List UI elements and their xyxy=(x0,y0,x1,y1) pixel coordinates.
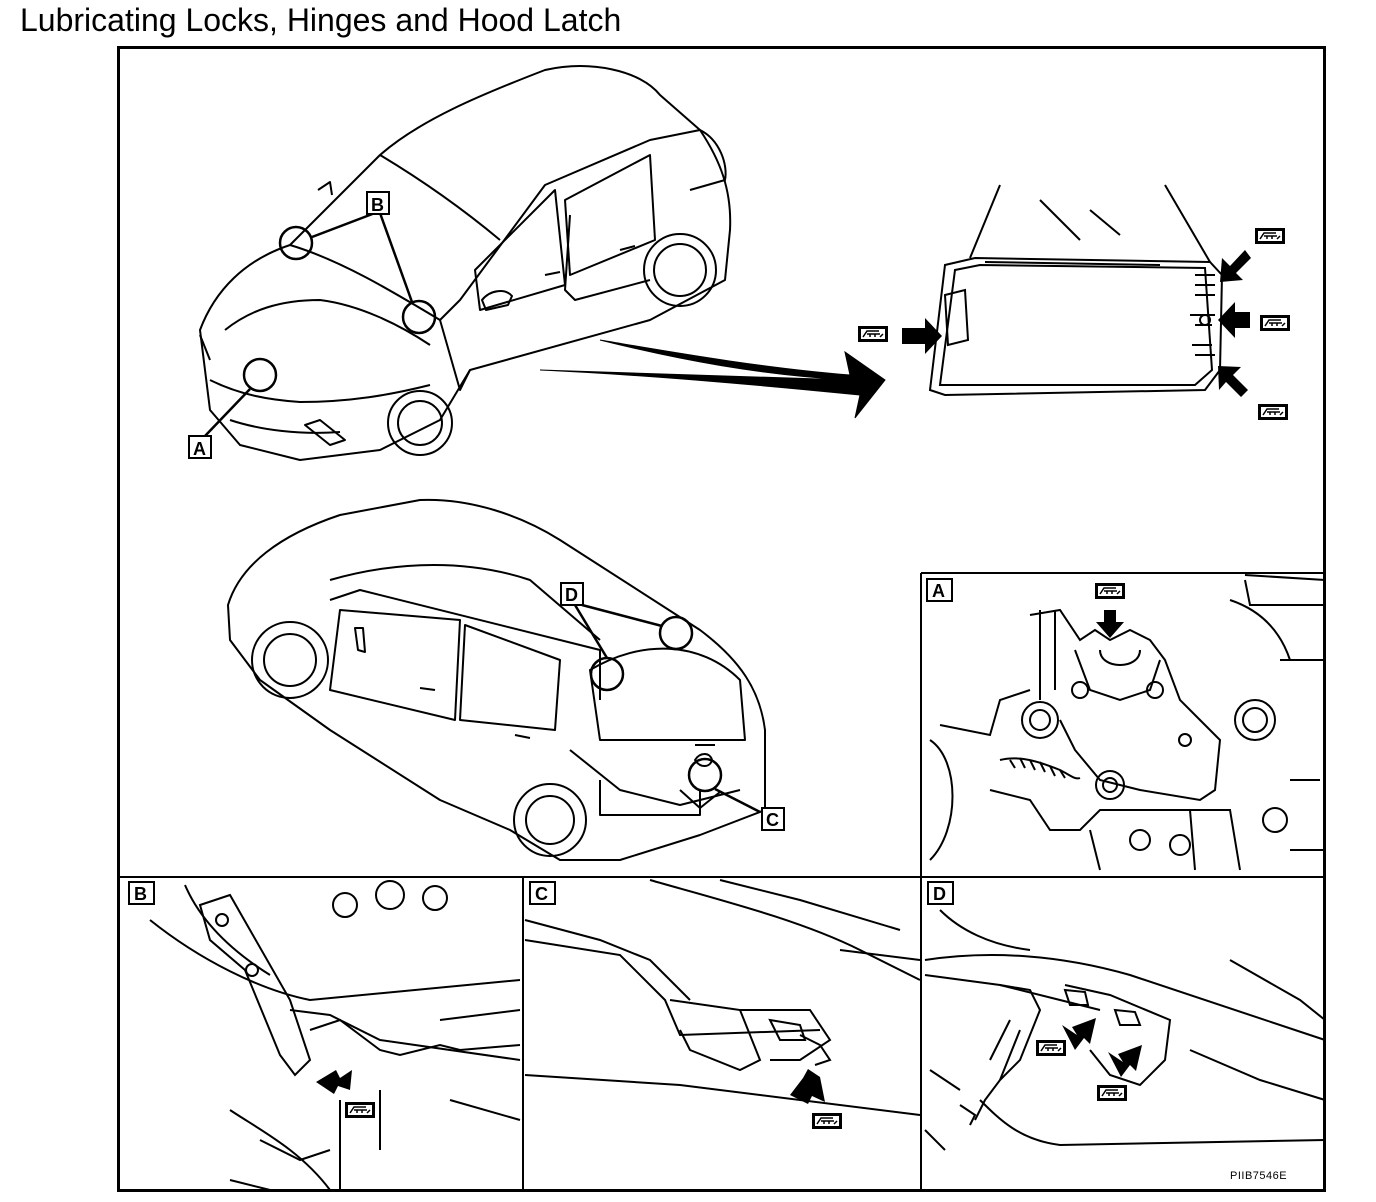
panel-b-grease-symbol xyxy=(344,1101,376,1119)
front-car-drawing xyxy=(199,65,732,461)
panel-a-label: A xyxy=(932,581,945,601)
detail-arrow xyxy=(539,339,886,419)
panel-d-grease-symbols xyxy=(1035,1039,1128,1102)
panel-c-grease-symbol xyxy=(811,1112,843,1130)
panel-d-arrows xyxy=(1062,1018,1142,1077)
callout-label-boxes xyxy=(188,191,785,831)
callout-circles-front xyxy=(204,211,437,437)
panel-a-hood-latch xyxy=(926,574,1326,871)
panel-c-arrow xyxy=(790,1069,825,1104)
panel-d-back-door-hinge xyxy=(924,881,1326,1151)
panel-c-label: C xyxy=(535,884,548,904)
panel-dividers xyxy=(119,572,1324,1190)
callout-d-label: D xyxy=(565,585,578,605)
panel-b-hood-hinge xyxy=(128,880,521,1191)
callout-c-label: C xyxy=(766,810,779,830)
lubrication-arrows-door xyxy=(902,250,1251,397)
rear-car-drawing xyxy=(227,498,766,861)
panel-a-grease-symbol xyxy=(1094,582,1126,600)
callout-a-label: A xyxy=(193,439,206,459)
figure-code: PIIB7546E xyxy=(1230,1170,1288,1182)
page-title: Lubricating Locks, Hinges and Hood Latch xyxy=(20,2,622,38)
callout-b-label: B xyxy=(371,195,384,215)
callout-circles-rear xyxy=(573,603,761,814)
panel-b-label: B xyxy=(134,884,147,904)
panel-c-back-door-lock xyxy=(524,879,921,1116)
diagram-frame xyxy=(117,46,1326,1192)
door-hinge-detail xyxy=(928,184,1224,397)
panel-d-label: D xyxy=(933,884,946,904)
panel-b-arrow xyxy=(316,1070,352,1094)
panel-a-arrow xyxy=(1096,610,1124,638)
